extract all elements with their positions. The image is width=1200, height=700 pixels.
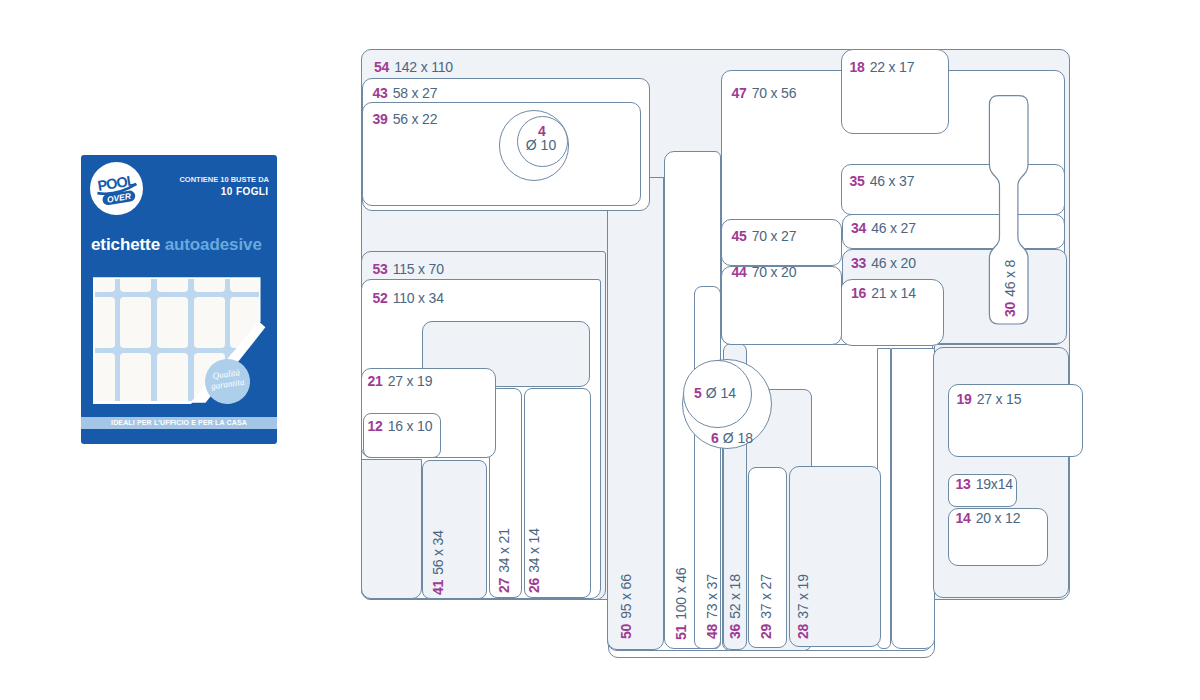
- svg-text:POOL: POOL: [96, 172, 136, 194]
